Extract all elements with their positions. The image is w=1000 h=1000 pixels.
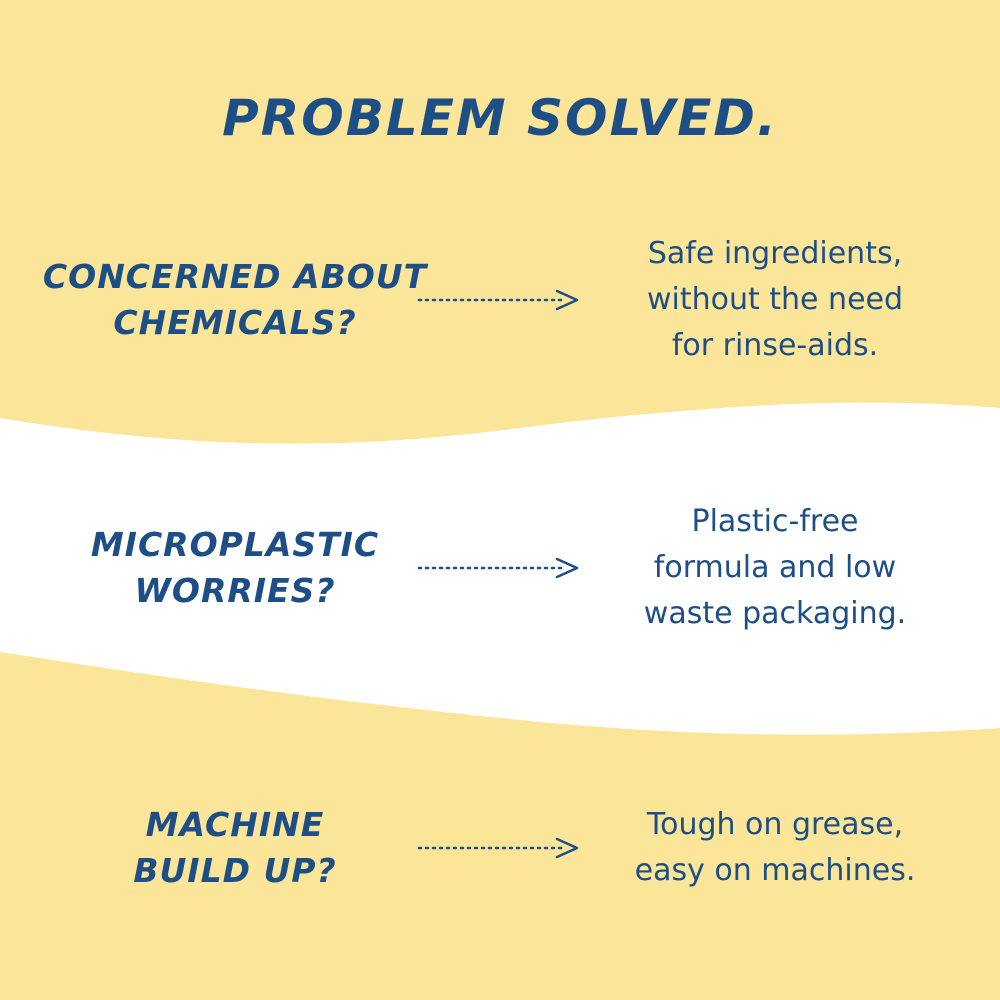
answer-line: Tough on grease, [646, 807, 904, 842]
problem-row-machine-build-up: MACHINE BUILD UP? Tough on grease, easy … [0, 778, 1000, 918]
answer-text: Safe ingredients, without the need for r… [600, 230, 950, 370]
answer-line: easy on machines. [634, 853, 916, 888]
dotted-right-arrow-icon [417, 289, 579, 311]
question-line: BUILD UP? [133, 851, 337, 890]
answer-text: Tough on grease, easy on machines. [600, 778, 950, 918]
problem-row-chemicals: CONCERNED ABOUT CHEMICALS? Safe ingredie… [0, 230, 1000, 370]
answer-line: Safe ingredients, [647, 236, 903, 271]
question-text: MICROPLASTIC WORRIES? [20, 498, 450, 638]
question-line: MACHINE [145, 805, 325, 844]
answer-text: Plastic-free formula and low waste packa… [600, 498, 950, 638]
page-title: PROBLEM SOLVED. [222, 89, 778, 147]
answer-line: for rinse-aids. [671, 328, 879, 363]
answer-line: Plastic-free [691, 504, 859, 539]
white-wave-band [0, 402, 1000, 735]
dotted-right-arrow-icon [417, 557, 579, 579]
question-line: CONCERNED ABOUT [42, 257, 428, 296]
question-line: CHEMICALS? [113, 303, 357, 342]
question-line: WORRIES? [134, 571, 336, 610]
answer-line: waste packaging. [643, 596, 907, 631]
question-text: CONCERNED ABOUT CHEMICALS? [20, 230, 450, 370]
answer-line: formula and low [653, 550, 897, 585]
question-text: MACHINE BUILD UP? [20, 778, 450, 918]
dotted-right-arrow-icon [417, 837, 579, 859]
answer-line: without the need [646, 282, 904, 317]
question-line: MICROPLASTIC [90, 525, 380, 564]
problem-row-microplastics: MICROPLASTIC WORRIES? Plastic-free formu… [0, 498, 1000, 638]
